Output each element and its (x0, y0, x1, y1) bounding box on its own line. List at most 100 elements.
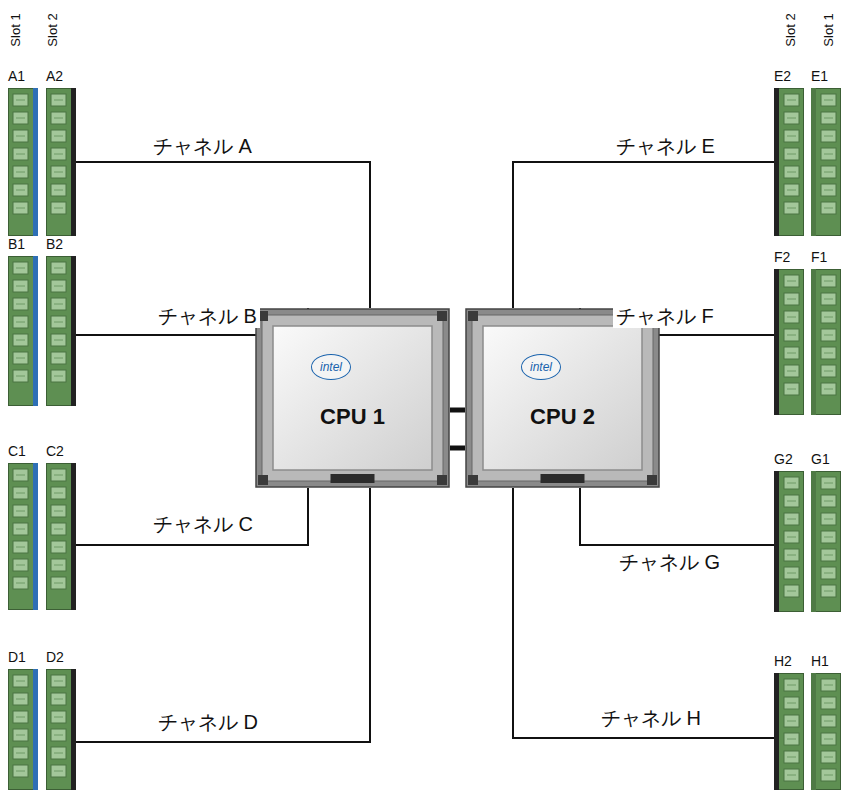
memory-chip (784, 567, 799, 579)
dimm-edge-stripe (811, 269, 816, 415)
chip-mark (54, 493, 63, 494)
chip-mark (824, 118, 833, 119)
slot-heading: Slot 1 (821, 13, 836, 46)
chip-mark (787, 100, 796, 101)
chip-mark (787, 555, 796, 556)
cpu-substrate (472, 315, 653, 481)
chip-mark (787, 335, 796, 336)
slot-id: E1 (811, 68, 828, 84)
chip-mark (787, 190, 796, 191)
chip-mark (787, 519, 796, 520)
chip-mark (787, 118, 796, 119)
chip-mark (16, 100, 25, 101)
memory-chip (784, 513, 799, 525)
memory-chip (13, 675, 28, 687)
dimm-slot: A1 (8, 68, 38, 236)
chip-mark (16, 681, 25, 682)
dimm-slot: C2 (46, 443, 76, 610)
memory-chip (51, 148, 66, 160)
chip-mark (16, 322, 25, 323)
chip-mark (16, 340, 25, 341)
cpu-interconnect (450, 446, 465, 451)
chip-mark (824, 208, 833, 209)
chip-mark (16, 172, 25, 173)
dimm-slot: H1 (811, 653, 841, 790)
memory-chip (821, 549, 836, 561)
channel-label: チャネル E (613, 134, 718, 158)
chip-mark (824, 757, 833, 758)
memory-chip (13, 130, 28, 142)
chip-mark (16, 475, 25, 476)
memory-chip (13, 316, 28, 328)
memory-chip (13, 370, 28, 382)
memory-chip (821, 365, 836, 377)
chip-mark (824, 519, 833, 520)
cpu-substrate (262, 315, 443, 481)
dimm-module (774, 88, 804, 236)
dimm-edge-stripe (774, 88, 779, 236)
dimm-slot: H2 (774, 653, 804, 790)
chip-mark (54, 286, 63, 287)
channel-label: チャネル D (155, 710, 261, 734)
chip-mark (787, 775, 796, 776)
dimm-edge-stripe (811, 88, 816, 236)
chip-mark (824, 154, 833, 155)
chip-mark (16, 376, 25, 377)
memory-channel-line (513, 488, 774, 738)
memory-chip (784, 275, 799, 287)
memory-chip (51, 370, 66, 382)
chip-mark (54, 208, 63, 209)
dimm-board (775, 674, 804, 790)
memory-chip (13, 148, 28, 160)
chip-mark (824, 190, 833, 191)
chip-mark (824, 537, 833, 538)
dimm-edge-stripe (33, 88, 38, 236)
memory-chip (821, 751, 836, 763)
cpu-corner (437, 475, 447, 485)
slot-heading: Slot 1 (8, 13, 23, 46)
dimm-slot: E2 (774, 68, 804, 236)
chip-mark (824, 281, 833, 282)
memory-chip (13, 334, 28, 346)
dimm-board (9, 257, 38, 406)
memory-chip (51, 487, 66, 499)
dimm-board (812, 472, 841, 612)
slot-id: E2 (774, 68, 791, 84)
chip-mark (824, 172, 833, 173)
memory-channel-line (76, 162, 370, 308)
chip-mark (787, 154, 796, 155)
cpu-package (466, 309, 659, 487)
channel-label: チャネル F (613, 304, 717, 328)
chip-mark (54, 268, 63, 269)
dimm-module (811, 88, 841, 236)
dimm-edge-stripe (774, 471, 779, 612)
slot-id: F2 (774, 249, 790, 265)
chip-mark (54, 100, 63, 101)
chip-mark (824, 483, 833, 484)
cpu-interconnect (450, 408, 465, 413)
memory-chip (13, 541, 28, 553)
slot-id: A1 (8, 68, 25, 84)
dimm-board (812, 89, 841, 236)
dimm-edge-stripe (33, 669, 38, 790)
memory-chip (51, 262, 66, 274)
memory-channel-line (76, 488, 308, 545)
memory-chip (51, 184, 66, 196)
dimm-module (774, 471, 804, 612)
cpu-chip-illustration (255, 308, 450, 488)
channel-label: チャネル A (150, 134, 255, 158)
cpu-corner (647, 475, 657, 485)
slot-id: C2 (46, 443, 64, 459)
memory-chip (821, 293, 836, 305)
memory-chip (821, 275, 836, 287)
chip-mark (16, 154, 25, 155)
memory-chip (821, 347, 836, 359)
dimm-module (46, 463, 76, 610)
chip-mark (16, 358, 25, 359)
memory-chip (13, 280, 28, 292)
memory-chip (51, 541, 66, 553)
memory-chip (784, 148, 799, 160)
dimm-slot: B2 (46, 236, 76, 406)
chip-mark (787, 172, 796, 173)
chip-mark (824, 353, 833, 354)
